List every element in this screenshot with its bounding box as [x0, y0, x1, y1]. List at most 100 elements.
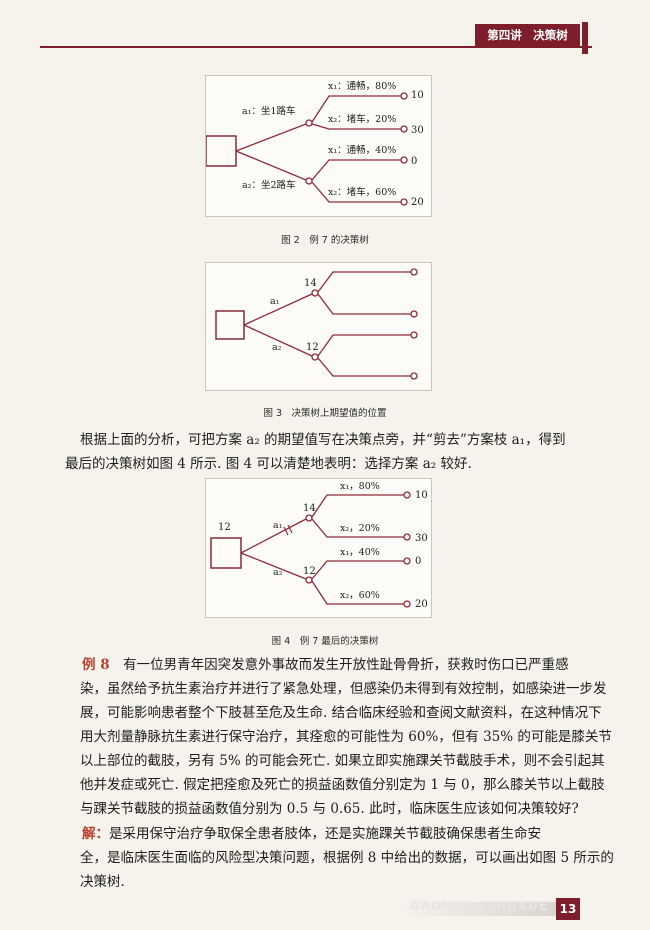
branch-4 [317, 357, 411, 377]
page-number-box [556, 898, 580, 920]
chance-node-1 [311, 289, 319, 297]
solution: 解：是采用保守治疗争取保全患者肢体，还是实施踝关节截肢确保患者生命安 全，是临床… [80, 822, 614, 894]
example-label: 例 8 [82, 657, 110, 673]
decision-node [206, 135, 237, 167]
example-line: 他并发症或死亡. 假定把痊愈及死亡的损益函数值分别定为 1 与 0，那么膝关节以… [80, 777, 605, 793]
fig2-branch-label-4: x₂：堵车，60% [328, 187, 397, 198]
fig4-branch-label-4: x₂，60% [340, 590, 380, 601]
branch-a1 [243, 293, 313, 326]
outcome-node-1 [410, 268, 418, 276]
outcome-node-4 [403, 600, 411, 608]
example-line: 与踝关节截肢的损益函数值分别为 0.5 与 0.65. 此时，临床医生应该如何决… [80, 801, 579, 817]
branch-2 [317, 293, 411, 315]
fig4-branch-label-3: x₁，40% [340, 547, 380, 558]
figure-3-tree [215, 268, 418, 380]
figure-2-tree [206, 92, 408, 206]
fig4-expected-value-1: 14 [303, 503, 316, 514]
example-line: 以上部位的截肢，另有 5% 的可能会死亡. 如果立即实施踝关节截肢手术，则不会引… [80, 753, 605, 769]
chance-node-1 [305, 514, 313, 522]
branch-x4 [311, 580, 404, 605]
fig4-outcome-1: 10 [415, 490, 428, 501]
branch-a2 [243, 324, 313, 357]
fig3-a1-label: a₁ [270, 296, 280, 307]
branch-x2 [311, 518, 404, 538]
outcome-node-4 [400, 198, 408, 206]
fig3-expected-value-1: 14 [304, 278, 317, 289]
solution-line: 决策树. [80, 874, 125, 890]
outcome-node-3 [400, 156, 408, 164]
figure-3-caption: 图 3 决策树上期望值的位置 [263, 408, 387, 419]
outcome-node-4 [410, 372, 418, 380]
figure-4-tree [210, 491, 411, 608]
paragraph-line: 最后的决策树如图 4 所示. 图 4 可以清楚地表明：选择方案 a₂ 较好. [65, 456, 472, 472]
decision-node [210, 537, 242, 569]
fig4-a1-label: a₁ [273, 520, 283, 531]
header-rule [40, 46, 592, 48]
fig2-outcome-1: 10 [411, 90, 424, 101]
branch-x4 [311, 181, 401, 203]
branch-1 [317, 271, 411, 293]
figure-2: a₁：坐1路车 a₂：坐2路车 x₁：通畅，80% x₂：堵车，20% x₁：通… [205, 75, 432, 217]
fig4-decision-value: 12 [218, 522, 231, 533]
branch-a2 [235, 150, 307, 181]
outcome-node-2 [400, 125, 408, 133]
solution-line-1: 解：是采用保守治疗争取保全患者肢体，还是实施踝关节截肢确保患者生命安 [82, 826, 541, 842]
prune-mark [283, 524, 293, 536]
fig2-branch-label-3: x₁：通畅，40% [328, 145, 397, 156]
figure-3: a₁ a₂ 14 12 [205, 262, 432, 391]
fig2-outcome-3: 0 [411, 156, 418, 167]
outcome-node-2 [410, 310, 418, 318]
fig2-branch-label-2: x₂：堵车，20% [328, 114, 397, 125]
example-line-1: 例 8 有一位男青年因突发意外事故而发生开放性趾骨骨折，获救时伤口已严重感 [82, 657, 569, 673]
example-line: 染，虽然给予抗生素治疗并进行了紧急处理，但感染仍未得到有效控制，如感染进一步发 [80, 681, 607, 697]
fig4-expected-value-2: 12 [303, 566, 316, 577]
example-8: 例 8 有一位男青年因突发意外事故而发生开放性趾骨骨折，获救时伤口已严重感 染，… [80, 653, 612, 821]
fig2-outcome-4: 20 [411, 197, 424, 208]
chance-node-2 [305, 576, 313, 584]
paragraph-conclusion: 根据上面的分析，可把方案 a₂ 的期望值写在决策点旁，并“剪去”方案枝 a₁，得… [65, 428, 590, 476]
fig4-branch-label-2: x₂，20% [340, 523, 380, 534]
outcome-node-2 [403, 533, 411, 541]
footer-watermark: GAOHONGSHUXUE [410, 899, 549, 913]
outcome-node-3 [410, 331, 418, 339]
branch-x1 [311, 494, 404, 518]
figure-4-caption: 图 4 例 7 最后的决策树 [271, 636, 379, 647]
branch-a1 [240, 518, 307, 554]
branch-x2 [311, 123, 401, 130]
paragraph-line: 根据上面的分析，可把方案 a₂ 的期望值写在决策点旁，并“剪去”方案枝 a₁，得… [80, 432, 566, 448]
branch-a1 [235, 123, 307, 152]
example-line: 展，可能影响患者整个下肢甚至危及生命. 结合临床经验和查阅文献资料，在这种情况下 [80, 705, 602, 721]
fig4-a2-label: a₂ [273, 567, 283, 578]
fig2-outcome-2: 30 [411, 125, 424, 136]
header-tab [475, 24, 580, 46]
header-cap [582, 22, 588, 54]
figure-2-caption: 图 2 例 7 的决策树 [281, 235, 369, 246]
fig4-branch-label-1: x₁，80% [340, 481, 380, 492]
outcome-node-1 [400, 92, 408, 100]
outcome-node-3 [403, 557, 411, 565]
chapter-title: 第四讲 决策树 [487, 28, 568, 42]
decision-node [215, 310, 245, 340]
branch-a2 [240, 552, 307, 580]
fig4-outcome-3: 0 [415, 556, 422, 567]
solution-label: 解： [82, 826, 109, 842]
fig4-outcome-4: 20 [415, 599, 428, 610]
fig2-a2-label: a₂：坐2路车 [242, 180, 296, 191]
figure-4: 12 a₁ a₂ 14 12 x₁，80% x₂，20% x₁，40% x₂，6… [205, 478, 432, 618]
solution-line: 全，是临床医生面临的风险型决策问题，根据例 8 中给出的数据，可以画出如图 5 … [80, 850, 614, 866]
branch-x3 [311, 560, 404, 580]
fig3-expected-value-2: 12 [306, 342, 319, 353]
chance-node-2 [311, 353, 319, 361]
fig2-a1-label: a₁：坐1路车 [242, 106, 296, 117]
fig4-outcome-2: 30 [415, 533, 428, 544]
chance-node-2 [305, 177, 313, 185]
example-line: 用大剂量静脉抗生素进行保守治疗，其痊愈的可能性为 60%，但有 35% 的可能是… [80, 729, 612, 745]
outcome-node-1 [403, 491, 411, 499]
page-number: 13 [559, 902, 577, 916]
fig2-branch-label-1: x₁：通畅，80% [328, 81, 397, 92]
branch-x3 [311, 159, 401, 181]
fig3-a2-label: a₂ [272, 342, 282, 353]
footer-band [400, 902, 560, 916]
branch-3 [317, 334, 411, 357]
branch-x1 [311, 95, 401, 123]
